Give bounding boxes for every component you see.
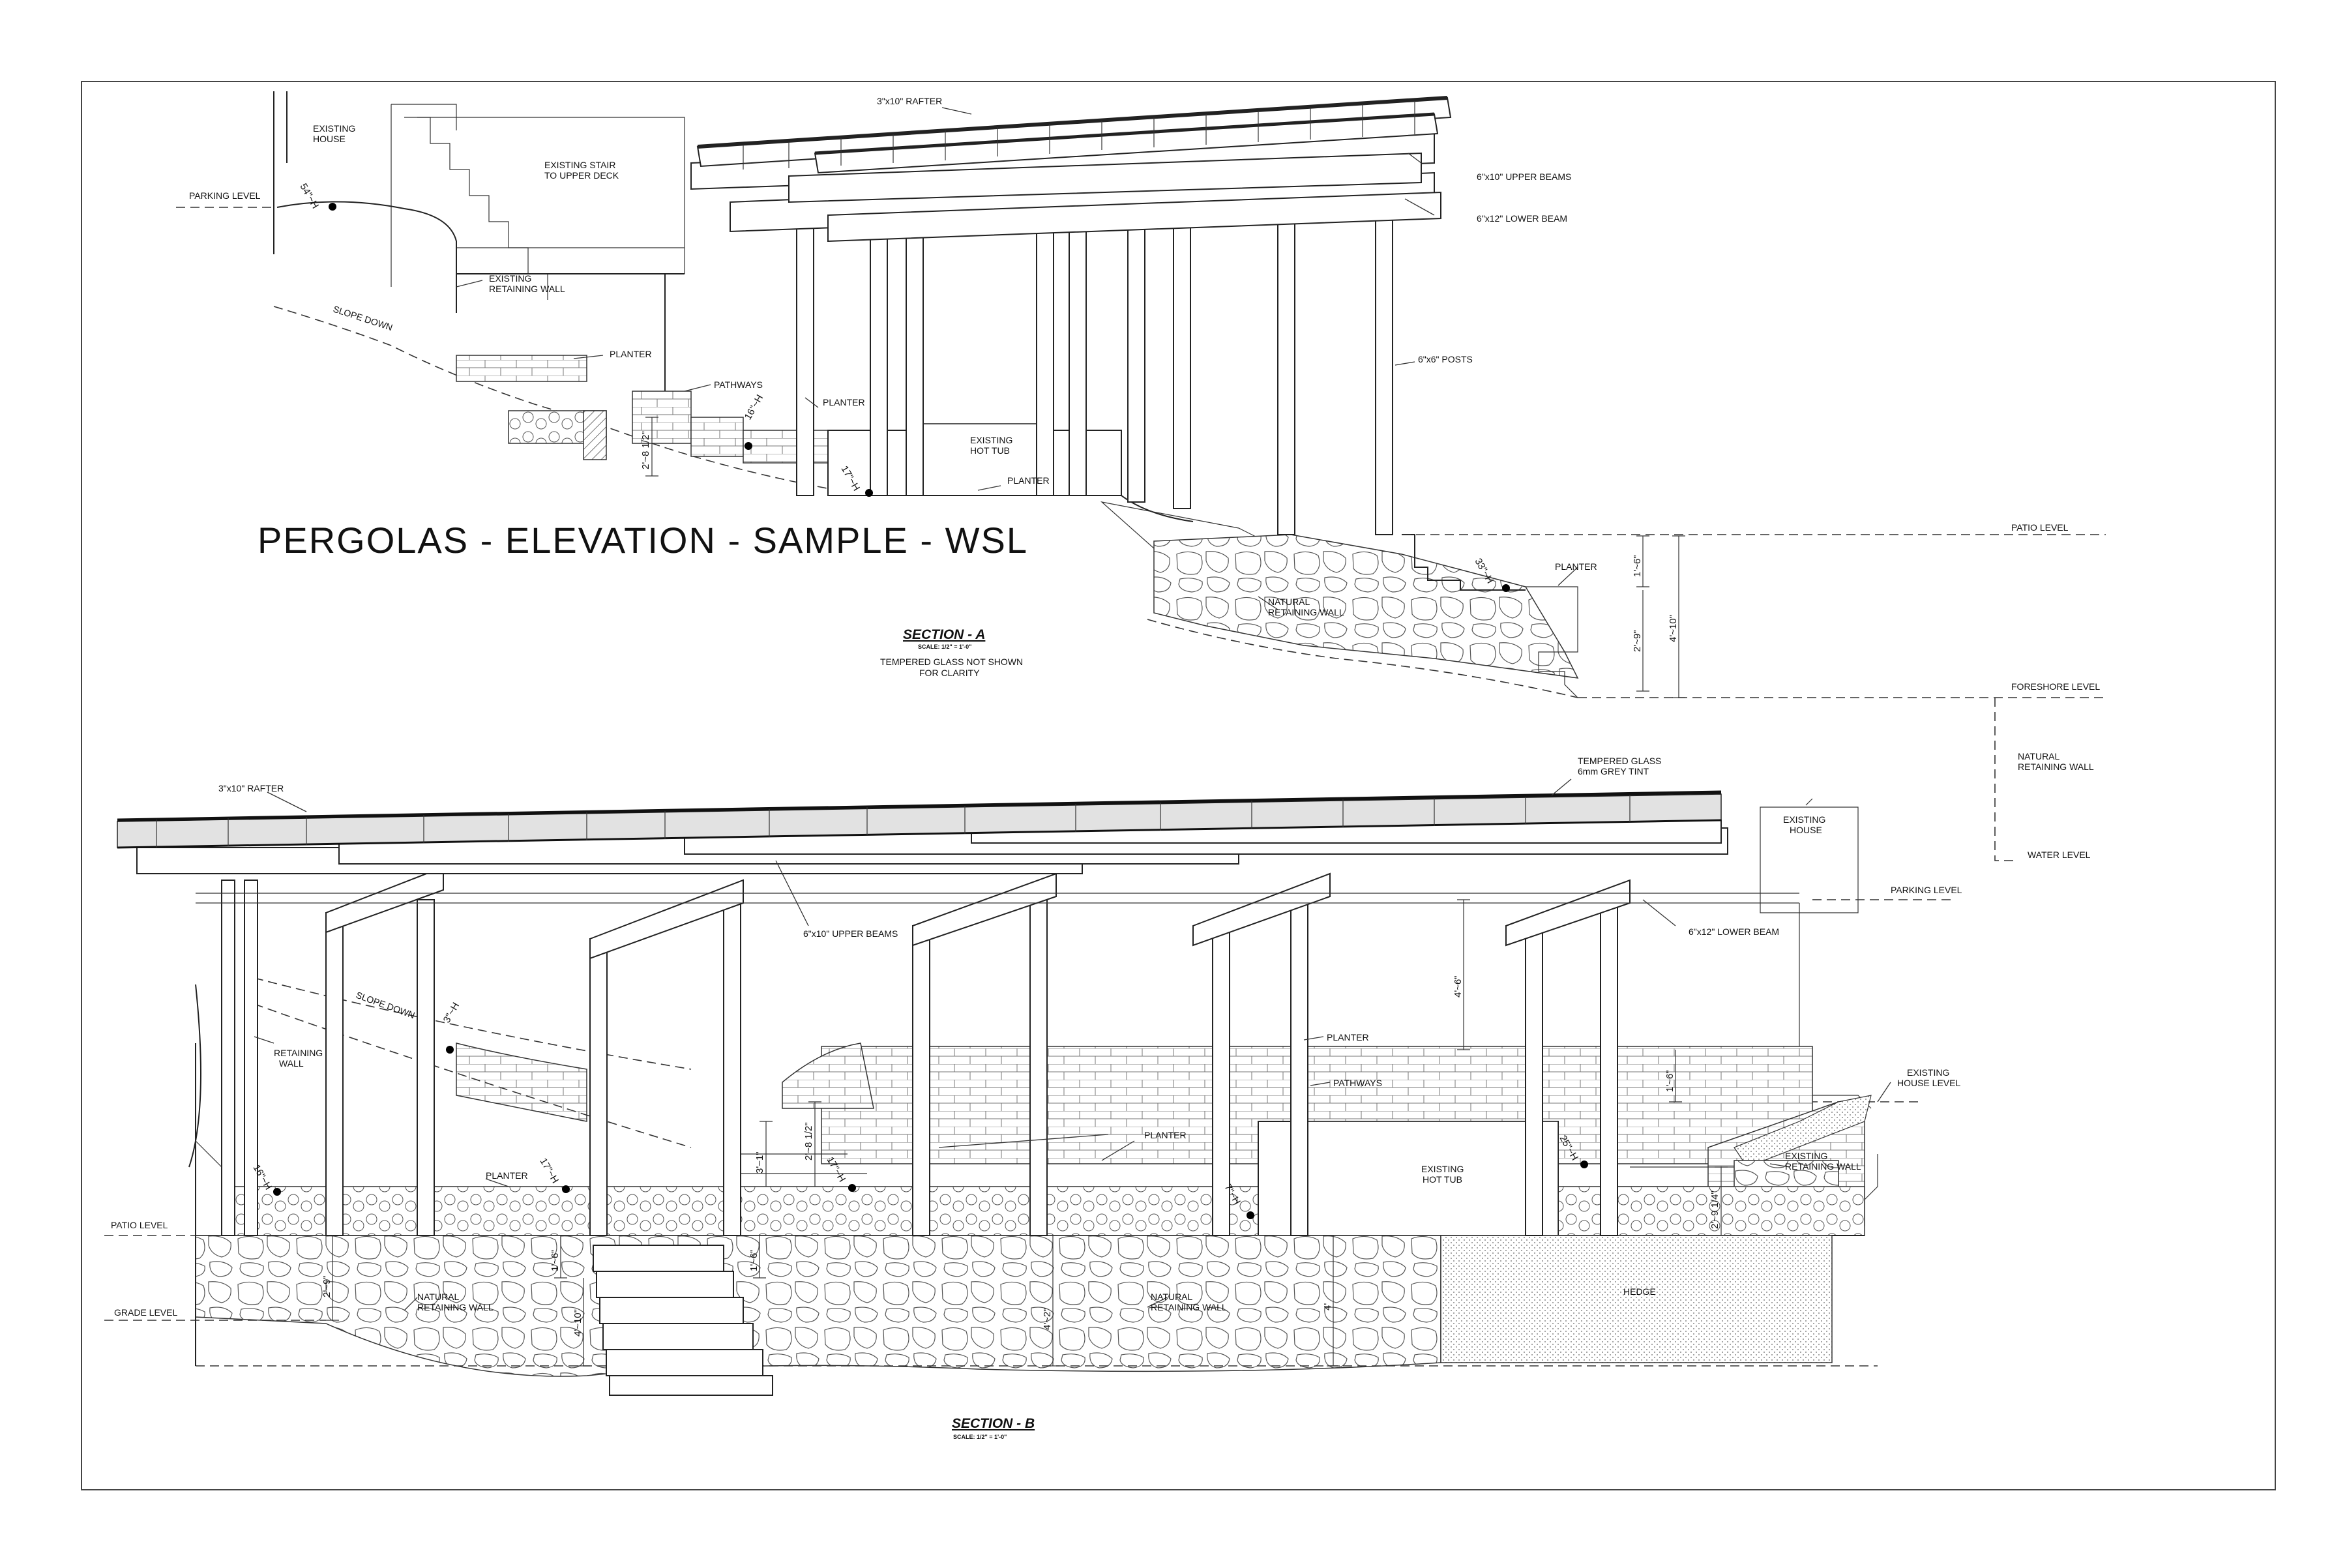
section-b-glass-label-1: TEMPERED GLASS <box>1578 756 1661 766</box>
section-b-house-label-1: EXISTING <box>1783 814 1825 825</box>
section-b-dim-16b: 1'~6" <box>550 1249 561 1271</box>
section-a-posts <box>796 195 1393 535</box>
section-b-dim-2812: 2'~8 1/2" <box>803 1122 814 1161</box>
section-a-note-line1: TEMPERED GLASS NOT SHOWN <box>880 657 1023 667</box>
section-a-patio-label: PATIO LEVEL <box>2011 522 2069 533</box>
section-b-house-label-2: HOUSE <box>1790 825 1822 835</box>
section-b-rafters <box>117 790 1722 849</box>
section-b-parking-label: PARKING LEVEL <box>1891 885 1962 895</box>
section-b-lower-beam-label: 6"x12" LOWER BEAM <box>1689 926 1779 937</box>
section-a-tub-label-2: HOT TUB <box>970 445 1010 456</box>
section-a-rafters <box>696 96 1452 174</box>
section-a: PERGOLAS - ELEVATION - SAMPLE - WSL SECT… <box>176 91 2106 861</box>
section-b-house-level-label-2: HOUSE LEVEL <box>1897 1078 1960 1088</box>
section-a-wall-label-2: RETAINING WALL <box>489 284 565 294</box>
section-a-dim-2812: 2'~8 1/2" <box>640 431 651 469</box>
section-b-dim-42: 4'~2" <box>1042 1308 1053 1330</box>
drawing-title: PERGOLAS - ELEVATION - SAMPLE - WSL <box>258 520 1028 561</box>
section-b-dim-4: 4' <box>1322 1303 1333 1310</box>
section-a-title: SECTION - A <box>903 627 985 642</box>
section-b-tub-label-2: HOT TUB <box>1423 1174 1462 1185</box>
section-b-dim-31: 3'~1" <box>754 1151 765 1174</box>
section-a-foreshore-label: FORESHORE LEVEL <box>2011 681 2100 692</box>
section-a-natural-label-2: RETAINING WALL <box>1268 607 1344 617</box>
section-b-title: SECTION - B <box>952 1416 1035 1431</box>
section-b-exist-wall-label-2: RETAINING WALL <box>1785 1161 1861 1172</box>
section-b-dim-410: 4'~10" <box>572 1309 583 1337</box>
section-a-upper-beams-label: 6"x10" UPPER BEAMS <box>1477 171 1571 182</box>
section-a-parking-label: PARKING LEVEL <box>189 190 261 201</box>
sheet-border <box>81 81 2276 1490</box>
section-b-upper-beams-label: 6"x10" UPPER BEAMS <box>803 928 898 939</box>
section-b-dim-29: 2'~9" <box>321 1275 332 1297</box>
section-b-house-level-label-1: EXISTING <box>1907 1067 1949 1078</box>
section-a-dim-16h: 16"~H <box>743 392 766 422</box>
section-b-retaining-label-2: WALL <box>279 1058 304 1069</box>
section-a-natural-label-1: NATURAL <box>1268 597 1310 607</box>
section-a-slope-label: SLOPE DOWN <box>332 304 394 333</box>
section-b-posts <box>221 880 1618 1236</box>
section-a-stair-label-2: TO UPPER DECK <box>544 170 619 181</box>
section-a-lower-beam-label: 6"x12" LOWER BEAM <box>1477 213 1567 224</box>
section-b-natural-retaining-wall <box>195 1235 1441 1377</box>
section-b-dim-46: 4'~6" <box>1453 975 1464 998</box>
section-b-pathways-label: PATHWAYS <box>1333 1078 1382 1088</box>
section-b-tub-label-1: EXISTING <box>1421 1164 1464 1174</box>
section-b-planter-label-1: PLANTER <box>1327 1032 1369 1043</box>
section-a-house-label-1: EXISTING <box>313 123 355 134</box>
section-a-posts-label: 6"x6" POSTS <box>1418 354 1473 364</box>
section-a-stair-label-1: EXISTING STAIR <box>544 160 615 170</box>
section-a-dim-29: 2'~9" <box>1632 630 1643 652</box>
section-a-upper-beams <box>690 132 1435 203</box>
section-a-right-natural-label-1: NATURAL <box>2018 751 2060 762</box>
section-a-planter-label-1: PLANTER <box>610 349 652 359</box>
section-a-scale: SCALE: 1/2" = 1'-0" <box>918 643 971 650</box>
section-a-water-label: WATER LEVEL <box>2028 850 2091 860</box>
section-b-slope-label: SLOPE DOWN <box>355 990 417 1020</box>
section-b-natural-b-label-2: RETAINING WALL <box>1151 1302 1227 1312</box>
section-a-planter-label-2: PLANTER <box>823 397 865 407</box>
section-b-retaining-label-1: RETAINING <box>274 1048 323 1058</box>
section-b-planter-label-2: PLANTER <box>1144 1130 1187 1140</box>
section-b-natural-b-label-1: NATURAL <box>1151 1292 1193 1302</box>
section-b-dim-17h-a: 17"~H <box>538 1157 561 1186</box>
section-b-dim-3h: 3"~H <box>441 1001 462 1025</box>
section-a-note-line2: FOR CLARITY <box>919 668 980 678</box>
section-a-right-natural-label-2: RETAINING WALL <box>2018 762 2094 772</box>
section-b-dim-16a: 1'~6" <box>1664 1070 1675 1092</box>
section-a-planter-label-4: PLANTER <box>1555 561 1597 572</box>
section-b-front-stairs <box>593 1245 773 1396</box>
section-b-scale: SCALE: 1/2" = 1'-0" <box>953 1434 1007 1440</box>
section-b-grade-label: GRADE LEVEL <box>114 1307 177 1318</box>
section-a-rafter-label: 3"x10" RAFTER <box>877 96 942 106</box>
section-b-dim-2914: 2'~9 1/4" <box>1709 1191 1720 1229</box>
section-b-patio-label: PATIO LEVEL <box>111 1220 168 1230</box>
section-b: SECTION - B SCALE: 1/2" = 1'-0" 3"x10" R… <box>104 756 1962 1440</box>
section-b-planter-label-3: PLANTER <box>486 1170 528 1181</box>
section-b-hedge-label: HEDGE <box>1623 1286 1656 1297</box>
section-a-house-label-2: HOUSE <box>313 134 346 144</box>
section-b-exist-wall-label-1: EXISTING <box>1785 1151 1827 1161</box>
section-b-dim-16c: 1'~6" <box>748 1249 760 1271</box>
section-a-dim-16: 1'~6" <box>1632 555 1643 577</box>
section-a-tub-label-1: EXISTING <box>970 435 1012 445</box>
section-a-dim-410: 4'~10" <box>1668 615 1679 642</box>
section-b-lower-beams <box>196 866 1799 960</box>
section-b-glass-label-2: 6mm GREY TINT <box>1578 766 1649 777</box>
section-b-natural-a-label-1: NATURAL <box>417 1292 460 1302</box>
section-b-natural-a-label-2: RETAINING WALL <box>417 1302 494 1312</box>
section-a-dim-54h: 54"~H <box>298 182 321 211</box>
section-a-wall-label-1: EXISTING <box>489 273 531 284</box>
section-b-hedge <box>1440 1235 1833 1363</box>
section-a-planter-label-3: PLANTER <box>1007 475 1050 486</box>
section-b-rafter-label: 3"x10" RAFTER <box>218 783 284 793</box>
section-a-pathways-label: PATHWAYS <box>714 379 763 390</box>
